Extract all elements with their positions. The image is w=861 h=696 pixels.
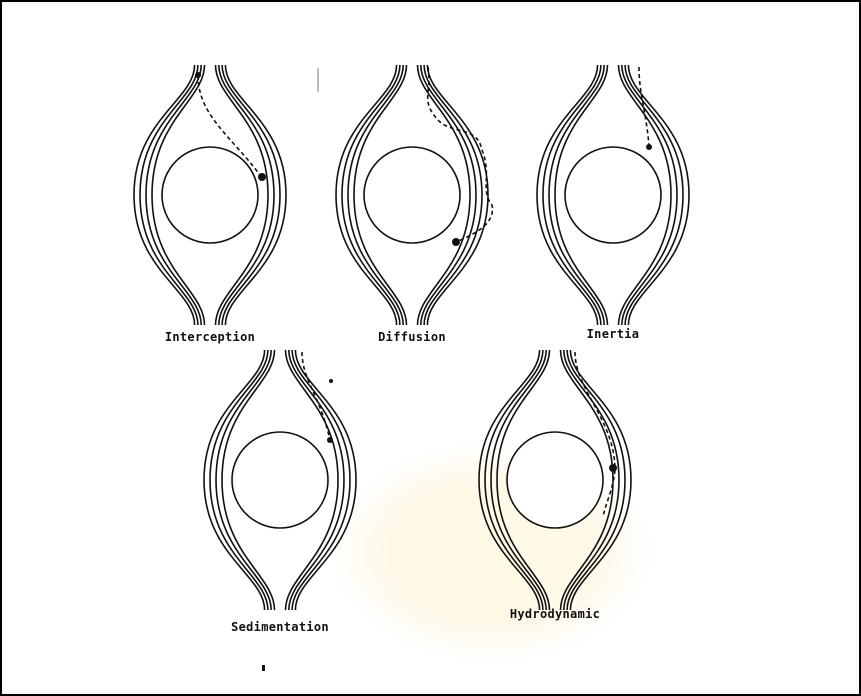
fiber-circle [364,147,460,243]
particle-capture [258,173,266,181]
fiber-circle [507,432,603,528]
panel-hydrodynamic: Hydrodynamic [479,350,631,621]
label-sedimentation: Sedimentation [231,620,329,634]
particle-start [195,72,201,78]
label-diffusion: Diffusion [378,330,446,344]
label-interception: Interception [165,330,255,344]
particle-path [302,352,330,440]
particle-capture [327,437,333,443]
panel-diffusion: Diffusion [336,65,492,344]
panel-sedimentation: Sedimentation [204,350,356,634]
stray-mark [262,665,265,671]
fiber-circle [162,147,258,243]
stray-dot [329,379,333,383]
fiber-circle [565,147,661,243]
panel-inertia: Inertia [537,65,689,341]
fiber-circle [232,432,328,528]
panel-interception: Interception [134,65,286,344]
label-hydrodynamic: Hydrodynamic [510,607,600,621]
label-inertia: Inertia [587,327,640,341]
particle-capture [609,464,617,472]
particle-capture [646,144,652,150]
particle-capture [452,238,460,246]
